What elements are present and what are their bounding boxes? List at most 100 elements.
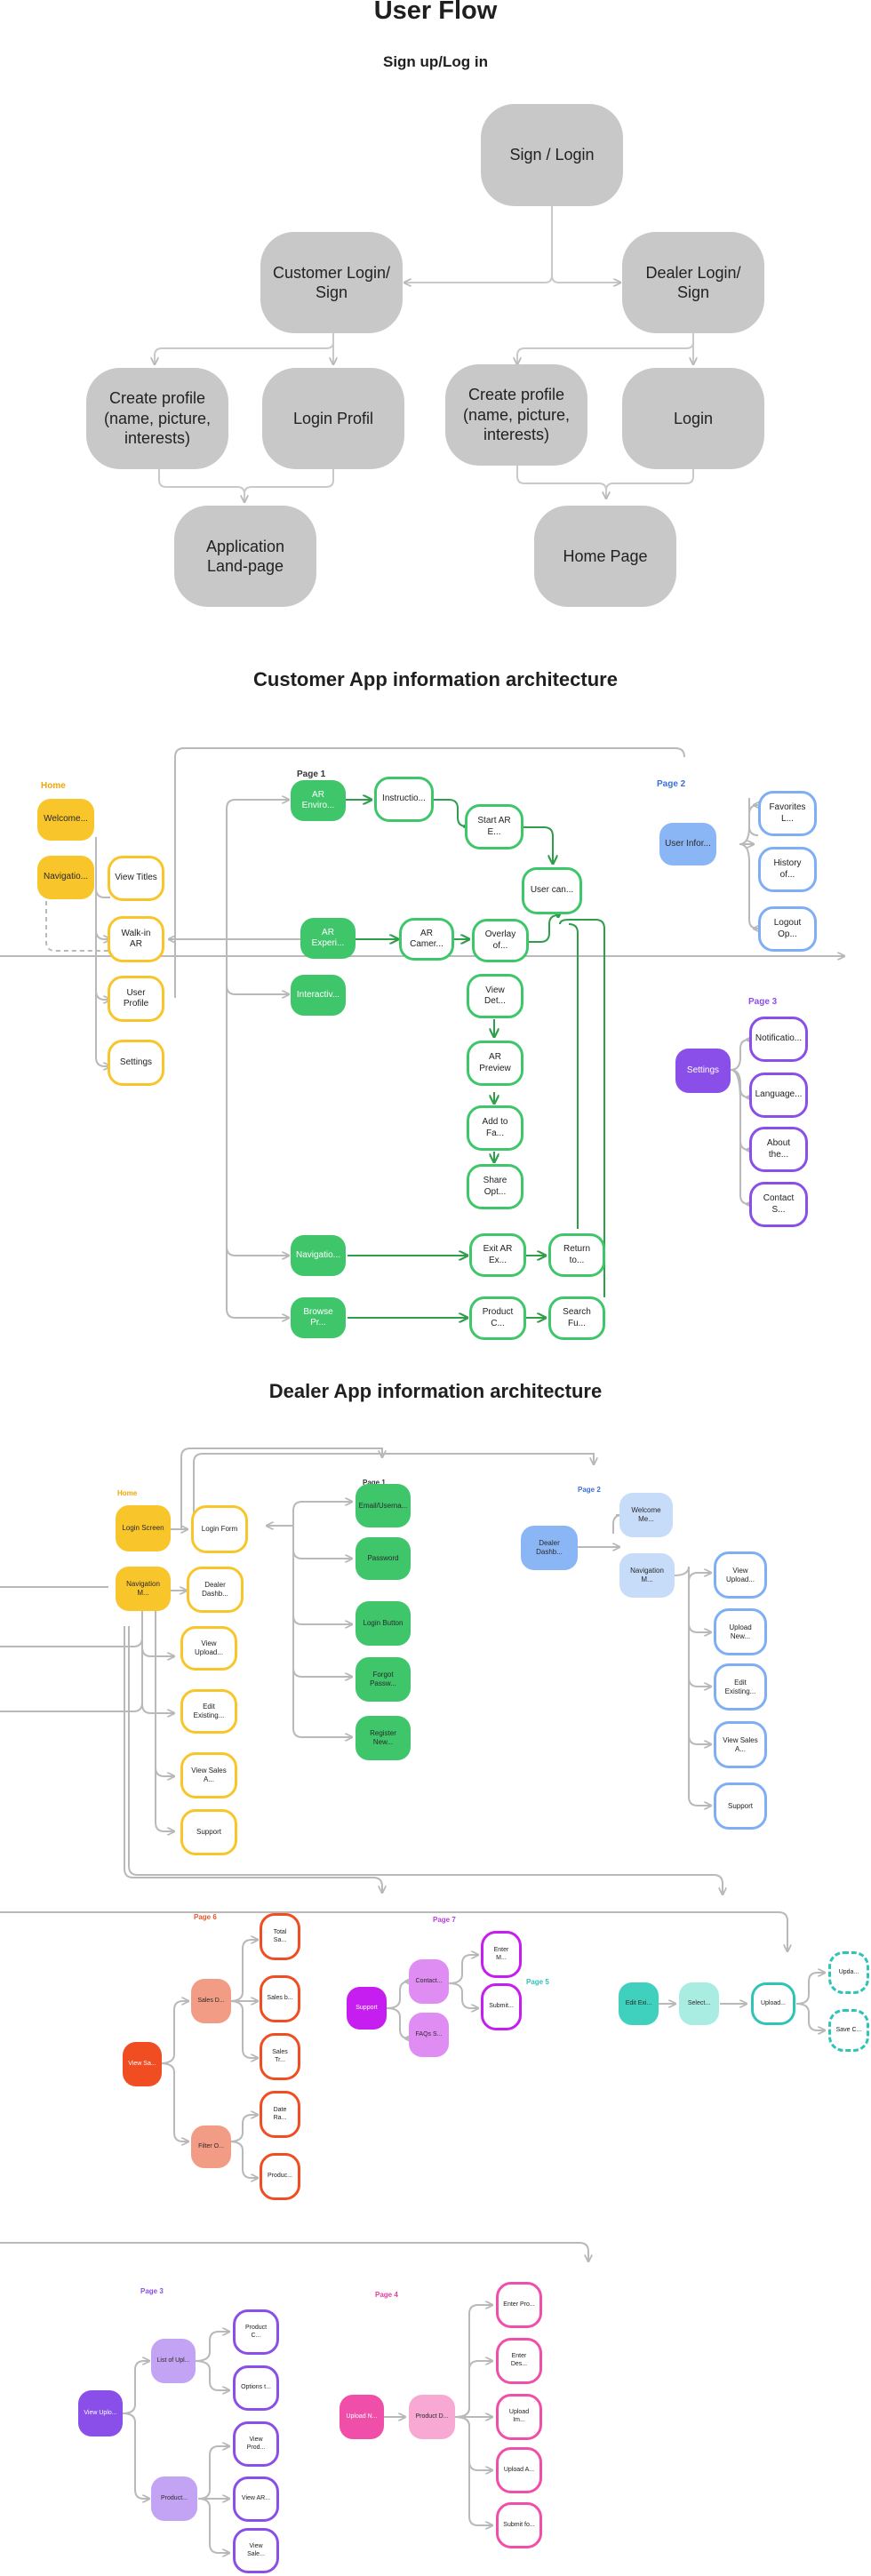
view-sales-node: View Sales A... [714,1721,767,1768]
dealer-page1-label: Page 1 [363,1479,386,1487]
email-username-node: Email/Userna... [356,1484,411,1527]
favorites-list-node: Favorites L... [758,791,817,836]
view-products-node: View Prod... [233,2421,279,2467]
start-ar-node: Start AR E... [465,804,523,849]
dealer-nav-menu-node: Navigation M... [619,1553,675,1598]
dealer-support-node: Support [714,1782,767,1830]
dealer-page2-label: Page 2 [578,1486,601,1494]
product-c-node: Product C... [233,2309,279,2355]
total-sales-node: Total Sa... [260,1913,300,1960]
edit-existing-root-node: Edit Exi... [619,1982,659,2025]
ar-preview-node: AR Preview [467,1041,523,1086]
filter-options-node: Filter O... [191,2125,231,2168]
welcome-node: Welcome... [37,799,94,841]
enter-message-node: Enter M... [481,1931,522,1978]
create-profile-customer-node: Create profile (name, picture, interests… [86,368,228,469]
date-range-node: Date Ra... [260,2091,300,2138]
upload-node: Upload... [751,1982,795,2025]
upload-new-root-node: Upload N... [340,2395,384,2439]
add-to-favorites-node: Add to Fa... [467,1105,523,1151]
view-sales-home-node: View Sales A... [180,1752,237,1798]
about-node: About the... [749,1127,808,1172]
update-node: Upda... [828,1951,869,1994]
customer-page1-label: Page 1 [297,770,326,779]
overlay-node: Overlay of... [472,919,529,962]
list-of-uploaded-node: List of Upl... [151,2339,196,2383]
settings-node: Settings [108,1040,164,1086]
login-form-node: Login Form [191,1505,248,1553]
ar-environment-node: AR Enviro... [291,780,346,821]
enter-description-node: Enter Des... [496,2338,542,2384]
submit-message-node: Submit... [481,1983,522,2030]
login-button-node: Login Button [356,1601,411,1646]
customer-page3-label: Page 3 [748,997,778,1007]
user-profile-node: User Profile [108,976,164,1022]
customer-section-title: Customer App information architecture [253,668,618,690]
browse-products-node: Browse Pr... [291,1297,346,1338]
view-sales-p3-node: View Sale... [233,2528,279,2573]
product-filter-node: Produc... [260,2153,300,2200]
product-catalog-node: Product C... [469,1296,526,1340]
return-to-node: Return to... [548,1233,605,1277]
dealer-login-node: Dealer Login/ Sign [622,232,764,333]
dealer-page7-label: Page 7 [433,1916,456,1924]
exit-ar-node: Exit AR Ex... [469,1233,526,1277]
forgot-password-node: Forgot Passw... [356,1657,411,1702]
upload-new-node: Upload New... [714,1608,767,1655]
sales-trends-node: Sales Tr... [260,2033,300,2080]
login-node: Login [622,368,764,469]
create-profile-dealer-node: Create profile (name, picture, interests… [445,364,587,466]
language-node: Language... [749,1073,808,1118]
cust-settings-node: Settings [675,1049,731,1093]
view-uploaded-root-node: View Uplo... [78,2390,123,2436]
customer-page2-label: Page 2 [657,779,686,789]
dealer-home-label: Home [117,1489,138,1497]
customer-dashed-connector [45,893,110,952]
dealer-connectors [0,1448,825,2553]
sales-data-node: Sales D... [191,1979,231,2023]
options-node: Options t... [233,2365,279,2411]
search-function-node: Search Fu... [548,1296,605,1340]
contact-support-node: Contact... [409,1959,449,2004]
dealer-dashboard-node: Dealer Dashb... [521,1526,578,1570]
login-screen-node: Login Screen [116,1505,171,1551]
history-node: History of... [758,847,817,892]
customer-green-connectors [345,800,605,1318]
home-page-node: Home Page [534,506,676,607]
dealer-page4-label: Page 4 [375,2291,398,2299]
notifications-node: Notificatio... [749,1017,808,1062]
select-node: Select... [679,1982,719,2025]
register-new-node: Register New... [356,1716,411,1760]
logout-node: Logout Op... [758,906,817,952]
walk-in-ar-node: Walk-in AR [108,916,164,962]
product-node: Product... [151,2476,197,2521]
view-ar-node: View AR... [233,2476,279,2522]
customer-home-label: Home [41,781,66,791]
dealer-section-title: Dealer App information architecture [268,1380,603,1402]
contact-node: Contact S... [749,1182,808,1227]
ar-experience-node: AR Experi... [300,918,356,959]
upload-ar-node: Upload A... [496,2447,542,2493]
support-home-node: Support [180,1809,237,1855]
dealer-page5-label: Page 5 [526,1978,549,1986]
sign-login-node: Sign / Login [481,104,623,206]
ar-camera-node: AR Camer... [399,918,454,961]
enter-product-node: Enter Pro... [496,2282,542,2328]
dealer-navigation-node: Navigation M... [116,1567,171,1611]
password-node: Password [356,1537,411,1580]
user-can-node: User can... [522,867,582,914]
upload-images-node: Upload Im... [496,2394,542,2440]
customer-login-node: Customer Login/ Sign [260,232,403,333]
view-titles-node: View Titles [108,856,164,901]
save-changes-node: Save C... [828,2009,869,2052]
dealer-page6-label: Page 6 [194,1913,217,1921]
application-land-page-node: Application Land-page [174,506,316,607]
sales-by-node: Sales b... [260,1975,300,2022]
support-root-node: Support [347,1987,387,2030]
signup-section-title: Sign up/Log in [382,53,489,70]
interactive-node: Interactiv... [291,975,346,1016]
customer-connectors [0,747,844,1318]
signup-connectors [155,206,693,502]
view-uploaded-node: View Upload... [714,1551,767,1599]
faqs-node: FAQs S... [409,2013,449,2057]
